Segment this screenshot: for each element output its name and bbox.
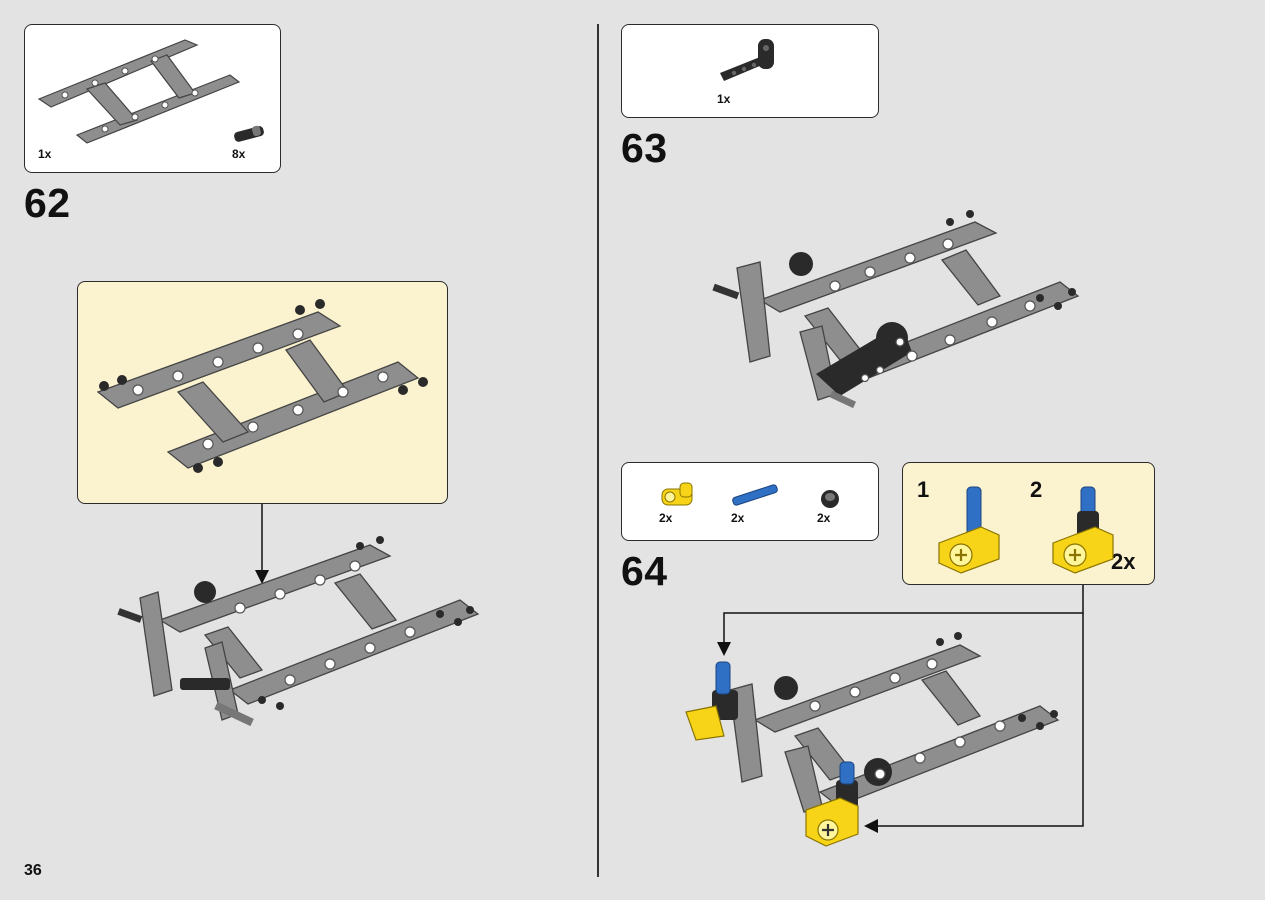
yellow-connector-icon <box>661 482 693 506</box>
step-number: 62 <box>24 180 71 226</box>
callout-subassembly-62 <box>77 281 448 504</box>
part-qty: 2x <box>817 511 831 525</box>
step-number: 63 <box>621 125 668 171</box>
frame-subassembly-icon <box>96 299 428 473</box>
callout-subassembly-64: 1 2 2x <box>902 462 1155 585</box>
part-qty: 2x <box>659 511 673 525</box>
arrow-down-icon <box>717 642 731 656</box>
parts-list-62: 1x 8x <box>24 24 281 173</box>
black-pin-icon <box>234 125 264 142</box>
black-angle-beam-icon <box>720 39 774 81</box>
part-qty: 1x <box>717 92 731 106</box>
blue-axle-pin-icon <box>732 484 778 506</box>
part-qty: 1x <box>38 147 52 161</box>
substep-number: 1 <box>917 477 930 502</box>
multiplier-label: 2x <box>1111 549 1136 574</box>
arrow-down-icon <box>255 570 269 584</box>
pin-in-connector-icon <box>938 486 1114 574</box>
part-qty: 2x <box>731 511 745 525</box>
step-number: 64 <box>621 548 668 594</box>
frame-assembly-icon <box>37 39 241 144</box>
parts-list-63: 1x <box>621 24 879 118</box>
part-qty: 8x <box>232 147 246 161</box>
substep-number: 2 <box>1030 477 1043 502</box>
parts-list-64: 2x 2x 2x <box>621 462 879 541</box>
arrow-left-icon <box>864 819 878 833</box>
page-number: 36 <box>24 862 42 879</box>
black-bush-icon <box>821 490 839 508</box>
page-divider <box>597 24 599 877</box>
